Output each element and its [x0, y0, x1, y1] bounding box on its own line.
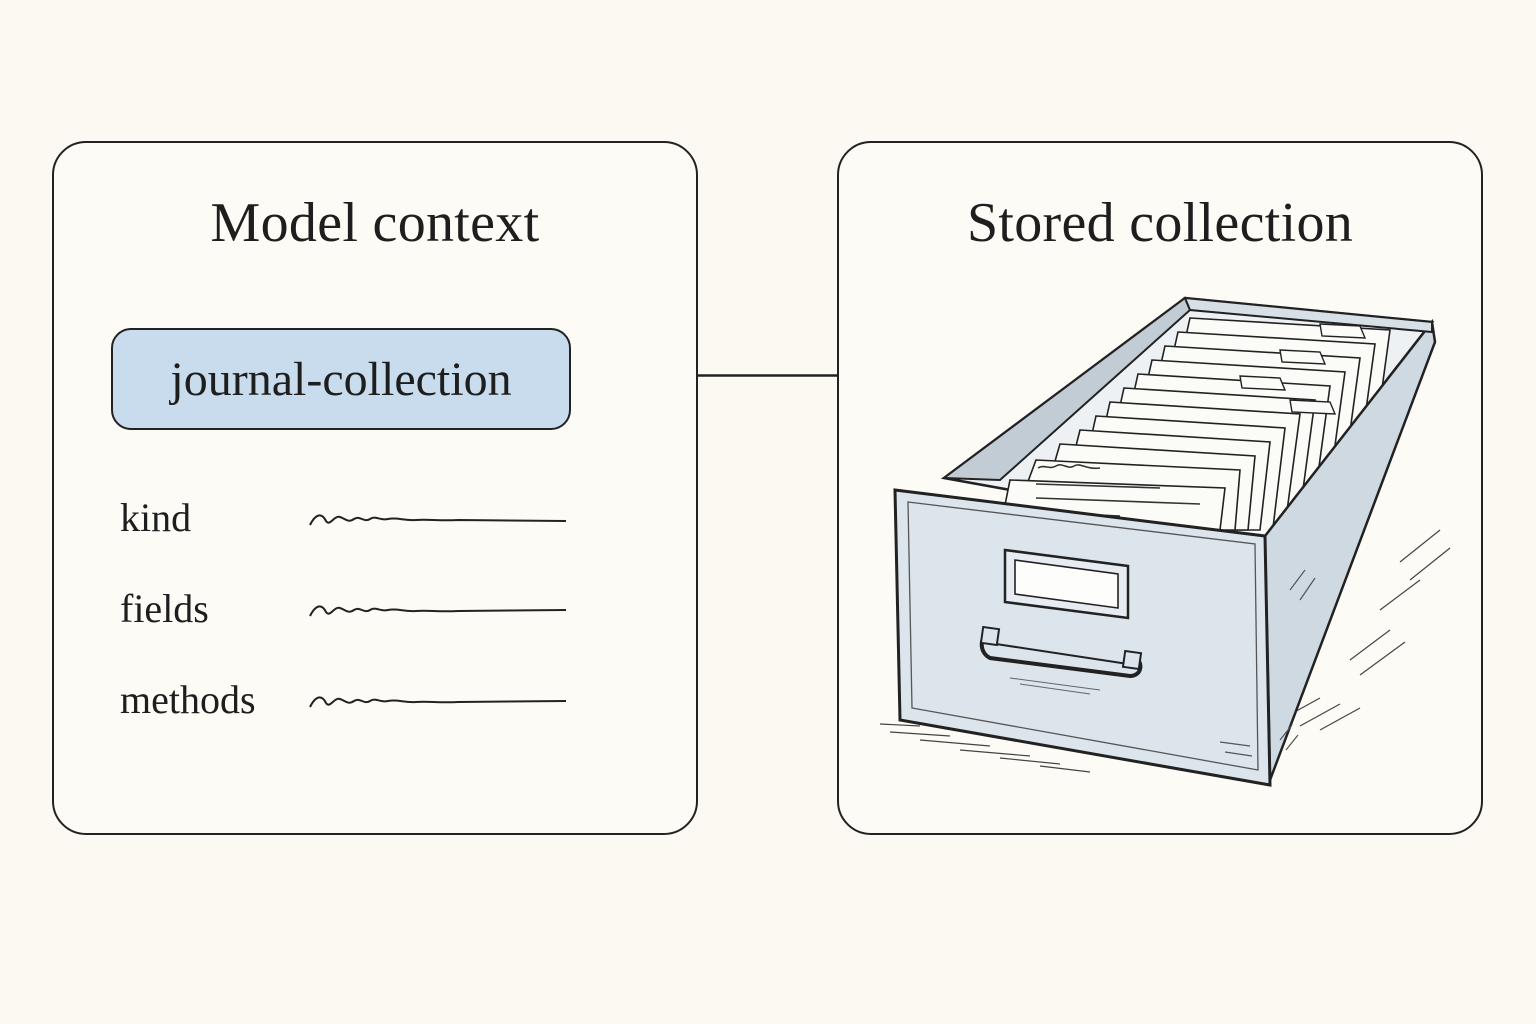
- chip-label: journal-collection: [170, 352, 512, 406]
- model-context-title: Model context: [210, 192, 540, 254]
- journal-collection-chip[interactable]: journal-collection: [111, 328, 571, 430]
- field-row-kind: kind: [120, 493, 580, 543]
- field-row-fields: fields: [120, 584, 580, 634]
- field-label-methods: methods: [120, 677, 256, 722]
- field-label-fields: fields: [120, 586, 209, 631]
- floor-hatching: [879, 529, 1451, 773]
- stored-collection-title: Stored collection: [966, 192, 1354, 254]
- model-context-panel: Model context journal-collection kind fi…: [52, 141, 698, 835]
- placeholder-squiggle: [309, 696, 567, 708]
- field-label-kind: kind: [120, 495, 192, 540]
- placeholder-squiggle: [309, 514, 567, 526]
- field-row-methods: methods: [120, 675, 580, 725]
- placeholder-squiggle: [309, 605, 567, 617]
- file-cabinet-drawer-icon: [879, 296, 1451, 787]
